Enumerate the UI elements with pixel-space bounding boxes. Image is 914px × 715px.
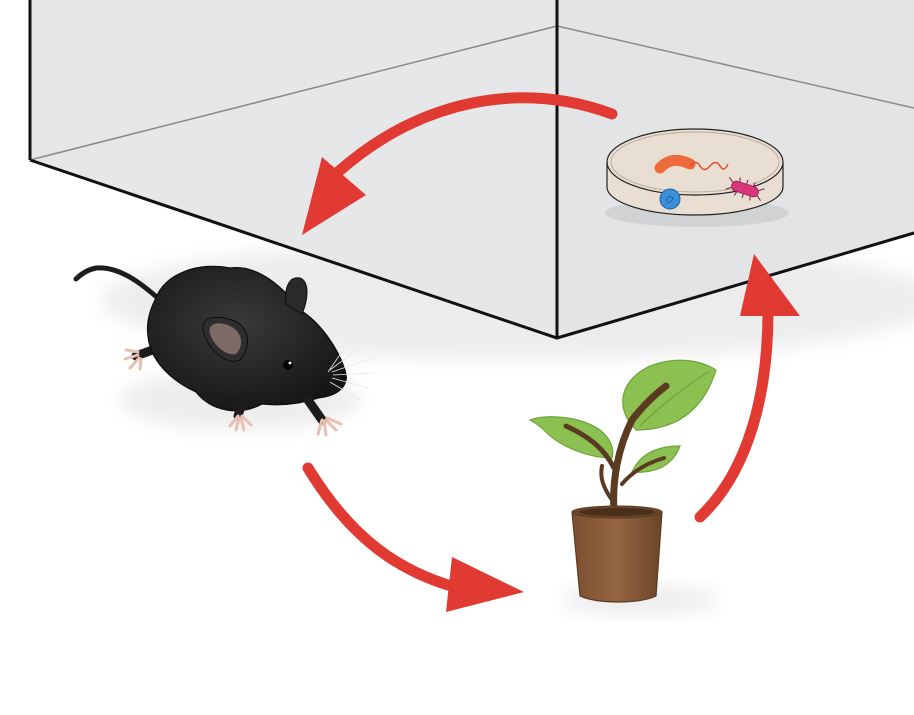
pink-bacterium-icon bbox=[725, 177, 765, 201]
plant-leaves bbox=[528, 359, 717, 473]
arrow-plant-to-dish bbox=[694, 254, 800, 523]
mouse-tail bbox=[73, 265, 163, 303]
mouse-icon bbox=[73, 265, 375, 437]
mouse-front-paw-left bbox=[228, 391, 253, 432]
mouse-eye-highlight bbox=[288, 361, 292, 365]
mouse-nose bbox=[339, 374, 347, 382]
box-inner-floor-left bbox=[29, 25, 558, 161]
pot-soil bbox=[579, 508, 655, 516]
curved-arrow-icon bbox=[302, 92, 800, 612]
mouse-ear-back bbox=[285, 277, 308, 315]
leaf-top-right bbox=[622, 359, 717, 431]
box-edge-bottom bbox=[29, 158, 914, 340]
potted-plant-icon bbox=[528, 359, 720, 614]
pot-body bbox=[571, 511, 663, 603]
box-inner-floor-right bbox=[556, 25, 914, 109]
mouse-whiskers bbox=[327, 339, 375, 401]
flower-pot bbox=[571, 505, 663, 603]
mouse-front-paw-right bbox=[303, 395, 343, 437]
arrow-mouse-to-plant bbox=[302, 462, 524, 612]
dish-rim bbox=[610, 131, 780, 193]
mouse-ear-inner bbox=[209, 323, 242, 355]
petri-dish-icon bbox=[605, 128, 789, 227]
leaf-left bbox=[528, 416, 614, 459]
mouse-eye bbox=[283, 360, 293, 370]
blue-microbe-icon bbox=[659, 188, 681, 210]
plant-stem bbox=[563, 382, 670, 516]
arrow-dish-to-mouse bbox=[302, 92, 618, 235]
orange-bacterium-icon bbox=[654, 154, 729, 174]
box-left-face bbox=[30, 0, 557, 338]
